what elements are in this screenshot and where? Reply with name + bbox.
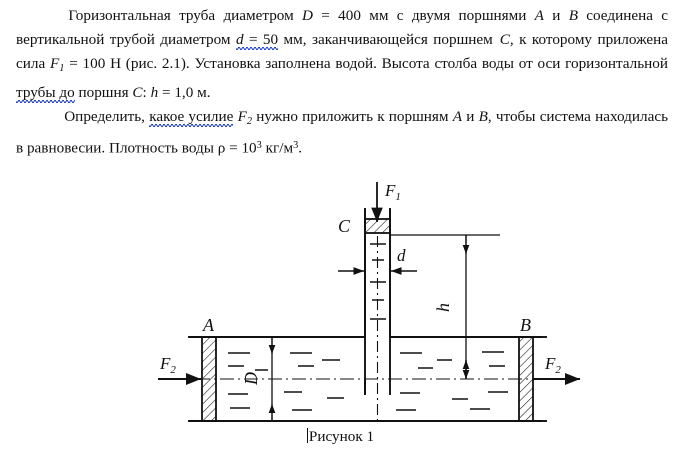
figure-hydraulic-system: F1 C d h A [0, 182, 681, 454]
text-run: и [543, 7, 569, 24]
label-diameter-D: D [241, 372, 261, 386]
text-run: поршня [74, 83, 133, 101]
text-run: . [298, 139, 303, 157]
variable-D: D [302, 7, 313, 24]
label-f2-right: F2 [544, 354, 561, 376]
label-diameter-d: d [397, 246, 406, 265]
label-piston-c: C [338, 216, 351, 236]
text-run: : [142, 83, 151, 101]
variable-C: C [499, 31, 510, 48]
label-f2-left: F2 [159, 354, 176, 376]
variable-B: B [568, 7, 578, 24]
water-fill-marks [228, 243, 508, 411]
label-f2-right-sub: 2 [555, 364, 561, 376]
text-run: = 1,0 м. [158, 83, 211, 101]
text-run: нужно приложить к поршням [252, 107, 453, 125]
variable-A: A [534, 7, 544, 24]
figure-caption-text: Рисунок 1 [308, 428, 375, 445]
label-f1: F1 [384, 182, 401, 203]
text-run: мм, заканчивающейся поршнем [278, 31, 493, 48]
spellcheck-run-d-50: d = 50 [236, 31, 278, 48]
variable-A-2: A [452, 107, 463, 125]
text-run: кг/м [261, 139, 294, 157]
label-f2-left-sub: 2 [170, 364, 176, 376]
subscript-2: 2 [246, 115, 253, 127]
variable-C-2: C [132, 83, 143, 101]
variable-h: h [150, 83, 159, 101]
variable-F1: F1 [49, 55, 65, 74]
text-run: = 50 [243, 31, 279, 48]
variable-d: d [235, 31, 244, 48]
problem-text-block: Горизонтальная труба диаметром D = 400 м… [16, 4, 668, 160]
variable-F2: F2 [237, 107, 253, 127]
exponent-3-2: 3 [293, 139, 299, 151]
label-piston-b: B [520, 315, 531, 335]
exponent-3: 3 [256, 139, 262, 151]
label-f1-sub: 1 [395, 191, 401, 203]
text-run: Горизонтальная труба диаметром [68, 7, 303, 24]
text-run: = 400 мм с двумя поршнями [313, 7, 535, 24]
hydraulic-system-drawing: F1 C d h A [158, 182, 580, 422]
text-cursor [306, 428, 308, 443]
variable-B-2: B [478, 107, 488, 125]
text-run: , к которому приложена сила [16, 31, 668, 72]
figure-caption: Рисунок 1 [0, 428, 681, 446]
variable-F: F [49, 55, 60, 72]
text-run: и [462, 107, 479, 125]
spellcheck-run-kakoe-usilie: какое усилие [149, 107, 234, 125]
label-piston-a: A [202, 315, 215, 335]
variable-F: F [237, 107, 247, 125]
text-run: Определить, [64, 107, 150, 125]
subscript-1: 1 [59, 62, 65, 74]
text-run: = 100 Н (рис. 2.1). Установка заполнена … [64, 55, 668, 72]
text-run: , чтобы система находилась в равновесии.… [16, 107, 669, 157]
paragraph-problem-statement: Горизонтальная труба диаметром D = 400 м… [16, 4, 668, 105]
paragraph-question: Определить, какое усилие F2 нужно прилож… [16, 105, 668, 160]
text-run: соединена с вертикальной трубой диаметро… [16, 7, 668, 48]
spellcheck-run-truby-do: трубы до [16, 83, 75, 101]
label-height-h: h [433, 303, 453, 312]
